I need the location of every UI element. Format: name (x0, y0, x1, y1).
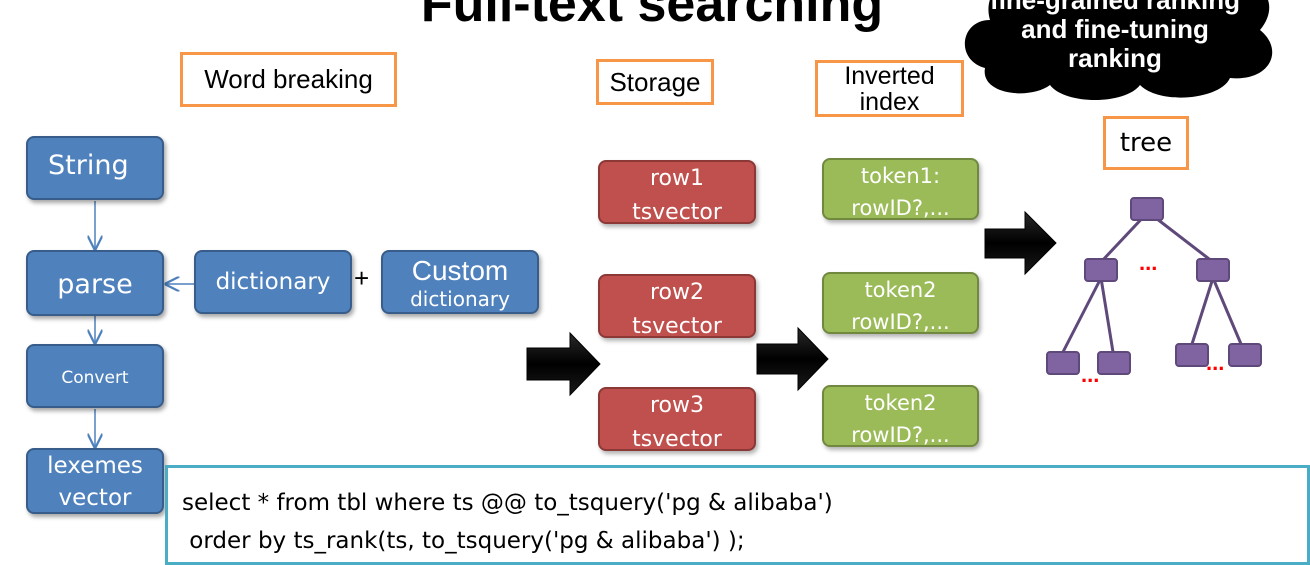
storage-row-type: tsvector (632, 427, 722, 452)
cloud-text: fine-grained ranking and fine-tuning ran… (950, 0, 1280, 73)
storage-row-label: row3 (649, 393, 704, 418)
sql-line-1: select * from tbl where ts @@ to_tsquery… (182, 490, 833, 516)
cloud-shape (964, 0, 1273, 100)
parse-box: parse (26, 250, 164, 316)
cloud-line-1: fine-grained ranking (990, 0, 1240, 15)
plus-sign: + (354, 263, 370, 293)
tree-label: tree (1103, 116, 1189, 170)
convert-box: Convert (26, 344, 164, 408)
storage-row-2: row2 tsvector (598, 274, 756, 339)
tree-ellipsis: ... (1206, 350, 1224, 375)
index-rowids: rowID?,... (851, 310, 950, 334)
tree-node (1196, 258, 1230, 282)
tree-leaf-node (1046, 351, 1080, 375)
tree-leaf-node (1175, 343, 1209, 367)
storage-row-label: row2 (649, 280, 704, 305)
dictionary-box: dictionary (194, 250, 352, 314)
custom-line-1: Custom (411, 255, 509, 286)
string-box: String (26, 136, 164, 200)
arrow-to-tree (984, 210, 1057, 276)
sql-query-box: select * from tbl where ts @@ to_tsquery… (165, 465, 1310, 565)
index-row-2: token2 rowID?,... (822, 272, 979, 334)
index-rowids: rowID?,... (851, 423, 950, 447)
tree-ellipsis: ... (1139, 250, 1157, 275)
cloud-line-3: ranking (1068, 43, 1162, 73)
storage-row-1: row1 tsvector (598, 160, 756, 225)
custom-dictionary-box: Custom dictionary (381, 250, 539, 314)
pipeline-connectors (0, 201, 194, 551)
index-row-3: token2 rowID?,... (822, 385, 979, 447)
index-row-1: token1: rowID?,... (822, 158, 979, 220)
flow-arrows (526, 210, 1057, 397)
tree-leaf-node (1097, 351, 1131, 375)
lexemes-line-1: lexemes (47, 453, 143, 479)
title-text: Full-text searching (420, 0, 884, 33)
page-title: Full-text searching (0, 0, 1310, 34)
index-token: token2 (864, 391, 937, 415)
tree-leaf-node (1228, 343, 1262, 367)
storage-row-type: tsvector (632, 200, 722, 225)
inverted-index-label: Inverted index (815, 60, 964, 117)
index-rowids: rowID?,... (851, 196, 950, 220)
storage-row-type: tsvector (632, 314, 722, 339)
tree-ellipsis: ... (1081, 362, 1099, 387)
cloud-line-2: and fine-tuning (1021, 14, 1209, 44)
storage-label: Storage (596, 59, 714, 105)
sql-line-2: order by ts_rank(ts, to_tsquery('pg & al… (182, 528, 745, 554)
inverted-index-line-2: index (859, 88, 920, 116)
tree-root-node (1130, 197, 1164, 221)
word-breaking-label: Word breaking (180, 52, 397, 107)
tree-node (1084, 258, 1118, 282)
arrow-to-index (756, 326, 829, 392)
lexemes-vector-box: lexemes vector (26, 448, 164, 514)
tree-diagram: ... ... ... (1046, 197, 1262, 387)
arrow-to-storage (526, 331, 601, 397)
custom-line-2: dictionary (410, 287, 510, 311)
inverted-index-line-1: Inverted (844, 62, 935, 90)
index-token: token2 (864, 278, 937, 302)
storage-row-3: row3 tsvector (598, 387, 756, 452)
index-token: token1: (860, 164, 941, 188)
lexemes-line-2: vector (58, 485, 132, 511)
storage-row-label: row1 (649, 166, 704, 191)
